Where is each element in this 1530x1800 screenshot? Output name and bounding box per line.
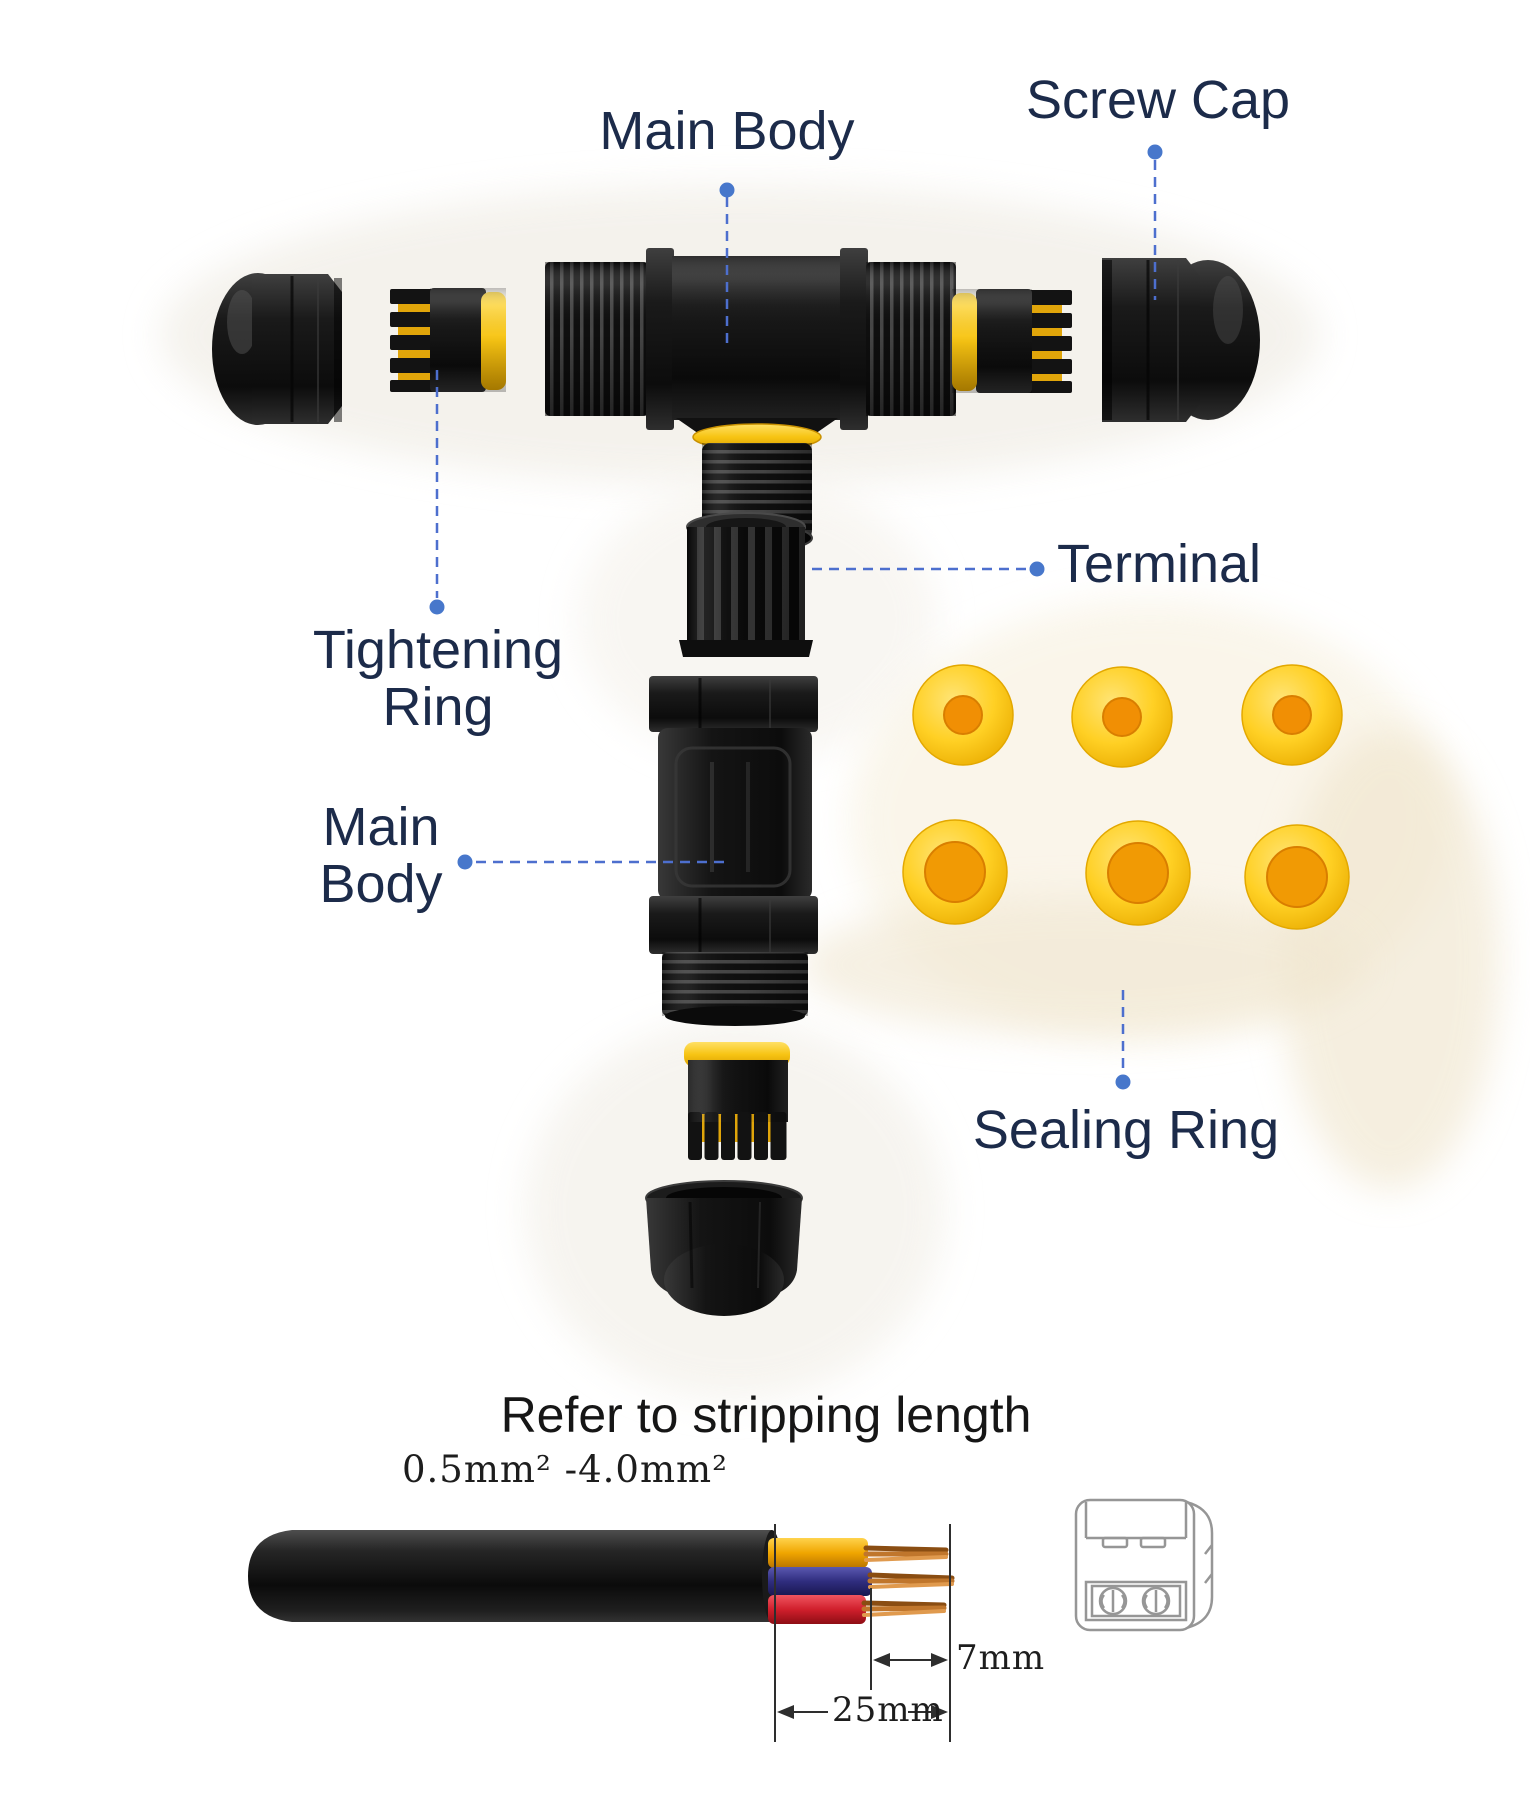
terminal-part — [679, 512, 813, 657]
main-body-tee-part — [545, 248, 956, 552]
sealing-ring — [912, 664, 1014, 766]
leader-lines — [435, 160, 1157, 1074]
screw-cap-bottom-part — [645, 1180, 803, 1316]
screw-cap-left-part — [212, 273, 342, 425]
label-tightening-ring-line1: Tightening — [312, 620, 564, 680]
label-tightening-ring-line2: Ring — [382, 677, 494, 738]
label-sealing-ring: Sealing Ring — [972, 1100, 1280, 1160]
leader-dots — [429, 144, 1163, 1090]
sealing-ring — [1071, 666, 1173, 768]
tightening-ring-bottom-part — [684, 1042, 790, 1160]
screw-cap-right-part — [1102, 258, 1260, 422]
sealing-ring — [1244, 824, 1350, 930]
copper-strands — [861, 1545, 955, 1617]
label-main-body-inline: Main Body — [319, 797, 443, 915]
sealing-ring — [1241, 664, 1343, 766]
wire-red — [768, 1595, 866, 1624]
dimension-lines — [774, 1524, 951, 1742]
sealing-ring — [902, 819, 1008, 925]
wire-gauge-label: 0.5mm² -4.0mm² — [402, 1448, 728, 1491]
sealing-rings — [902, 664, 1350, 930]
stripping-heading: Refer to stripping length — [500, 1387, 1032, 1443]
tightening-ring-left-part — [390, 288, 506, 392]
main-body-inline-part — [649, 676, 818, 1026]
label-main-body-inline-line1: Main — [322, 797, 440, 857]
label-terminal: Terminal — [1057, 534, 1262, 594]
label-screw-cap: Screw Cap — [1025, 70, 1291, 130]
terminal-block-drawing — [1074, 1498, 1214, 1632]
dim-25mm-label: 25mm — [832, 1690, 944, 1730]
wire-yellow — [768, 1538, 868, 1568]
wire-blue — [768, 1567, 872, 1596]
sealing-ring — [1085, 820, 1191, 926]
cable-art — [248, 1530, 955, 1624]
label-main-body-top: Main Body — [599, 101, 855, 161]
dim-7mm-label: 7mm — [956, 1638, 1046, 1678]
tightening-ring-right-part — [952, 289, 1072, 393]
label-tightening-ring: Tightening Ring — [312, 620, 564, 738]
label-main-body-inline-line2: Body — [319, 854, 443, 915]
